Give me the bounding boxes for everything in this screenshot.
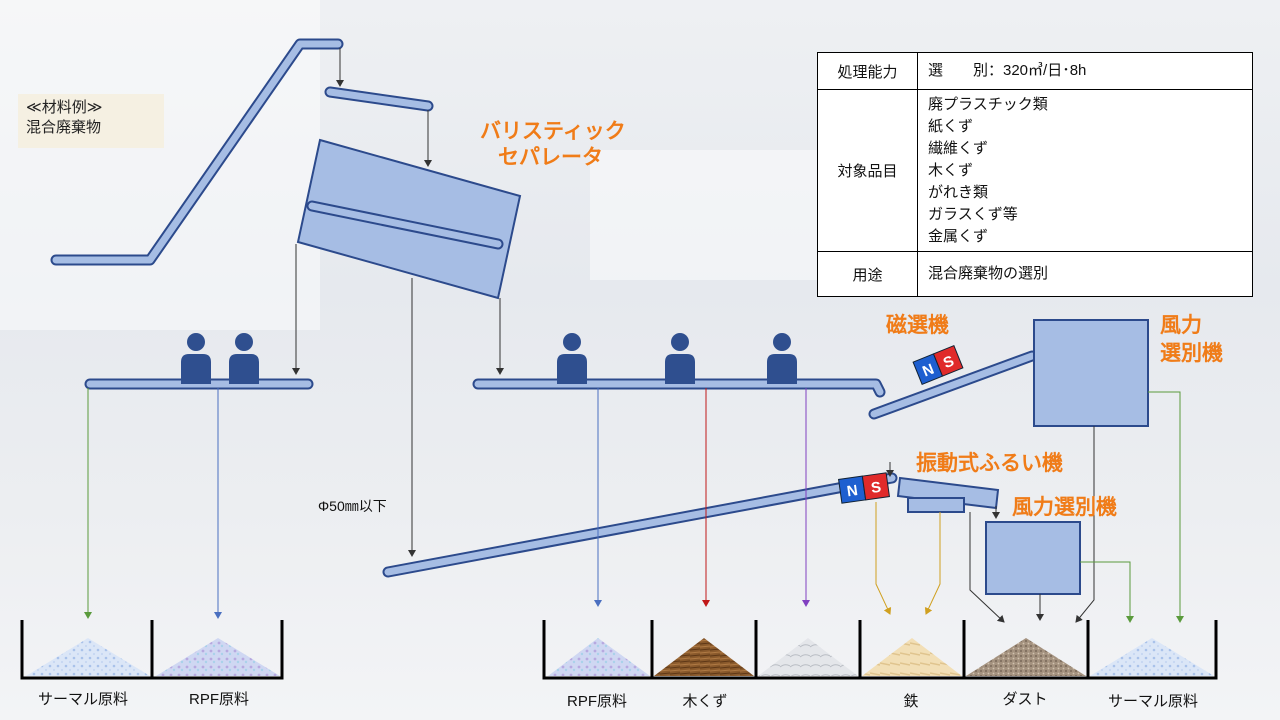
material-example-value: 混合廃棄物 <box>26 119 102 136</box>
wind-separator-label-1: 風力 <box>1160 314 1202 337</box>
spec-target-list: 廃プラスチック類 紙くず 繊維くず 木くず がれき類 ガラスくず等 金属くず <box>928 90 1248 251</box>
ballistic-label-1: バリスティック <box>480 120 626 143</box>
arrow-wind2-to-thermal <box>1080 561 1134 623</box>
feed-conveyor-outline <box>50 38 344 266</box>
pile-thermal-left <box>26 638 150 676</box>
spec-row-target: 対象品目 廃プラスチック類 紙くず 繊維くず 木くず がれき類 ガラスくず等 金… <box>818 89 1252 251</box>
arrow-screen-to-iron <box>924 512 941 615</box>
ballistic-divider <box>308 202 502 248</box>
spec-use-value: 混合廃棄物の選別 <box>928 265 1049 282</box>
spec-use-head: 用途 <box>818 252 918 296</box>
worker-icon <box>229 333 259 384</box>
spec-target-item: 紙くず <box>928 117 974 135</box>
spec-target-item: 金属くず <box>928 227 989 245</box>
wind-separator-2 <box>985 521 1081 595</box>
right-picking-conveyor <box>474 380 884 396</box>
spec-target-head: 対象品目 <box>818 90 918 251</box>
arrow-screen-to-dust <box>969 512 1005 623</box>
spec-target-item: 繊維くず <box>928 139 989 157</box>
ballistic-label-2: セパレータ <box>498 146 603 169</box>
pile-rpf-left <box>156 638 280 676</box>
material-example-note: ≪材料例≫ 混合廃棄物 <box>18 94 164 148</box>
bin-label-thermal-right: サーマル原料 <box>1107 693 1198 710</box>
spec-capacity-value: 選 別：320㎥/日･8h <box>928 62 1087 79</box>
bin-label-wood: 木くず <box>682 693 728 710</box>
arrow-wind1-to-thermal <box>1148 391 1184 623</box>
short-conveyor <box>326 88 432 110</box>
arrow-wind1-to-dust <box>1075 426 1095 623</box>
spec-table: 処理能力 選 別：320㎥/日･8h 対象品目 廃プラスチック類 紙くず 繊維く… <box>817 52 1253 297</box>
magnet-n-label: N <box>846 482 859 500</box>
feed-conveyor <box>52 40 342 264</box>
wind-separator-1 <box>1033 319 1149 427</box>
pile-wood <box>654 638 754 676</box>
material-example-title: ≪材料例≫ <box>26 99 103 116</box>
bin-group-right <box>542 620 1218 680</box>
worker-icon <box>665 333 695 384</box>
incline-conveyor <box>384 474 896 576</box>
worker-icon <box>767 333 797 384</box>
bg-window <box>590 150 850 280</box>
spec-row-capacity: 処理能力 選 別：320㎥/日･8h <box>818 53 1252 89</box>
spec-capacity-head: 処理能力 <box>818 53 918 89</box>
ballistic-separator <box>296 138 522 300</box>
worker-icon <box>557 333 587 384</box>
magnet-conveyor <box>870 352 1036 418</box>
spec-target-item: 廃プラスチック類 <box>928 95 1048 113</box>
vibrating-screen-label: 振動式ふるい機 <box>916 452 1063 475</box>
worker-icon <box>181 333 211 384</box>
spec-target-item: 木くず <box>928 161 974 179</box>
magnet-icon <box>912 344 964 386</box>
arrow-magnet-to-iron <box>875 502 892 615</box>
wind-separator-2-label: 風力選別機 <box>1012 496 1117 519</box>
bin-label-rpf-left: RPF原料 <box>188 691 249 708</box>
pile-rpf-right <box>548 638 650 676</box>
size-label: Φ50㎜以下 <box>318 498 387 514</box>
pile-rubble <box>758 638 858 676</box>
spec-target-item: ガラスくず等 <box>928 205 1018 223</box>
pile-iron <box>862 638 962 676</box>
bin-label-thermal-left: サーマル原料 <box>37 691 128 708</box>
vibrating-screen-base <box>907 497 965 513</box>
spec-row-use: 用途 混合廃棄物の選別 <box>818 251 1252 296</box>
magnetic-separator-label: 磁選機 <box>886 314 949 337</box>
bin-label-rpf-right: RPF原料 <box>566 693 627 710</box>
spec-target-item: がれき類 <box>928 183 989 201</box>
magnet-s-label: S <box>870 479 882 497</box>
pile-thermal-right <box>1090 638 1214 676</box>
wind-separator-label-2: 選別機 <box>1160 342 1223 365</box>
bin-label-iron: 鉄 <box>903 693 919 710</box>
magnet-icon <box>837 472 891 504</box>
pile-dust <box>966 638 1086 676</box>
bin-label-dust: ダスト <box>1002 691 1048 708</box>
bg-window <box>0 0 320 330</box>
